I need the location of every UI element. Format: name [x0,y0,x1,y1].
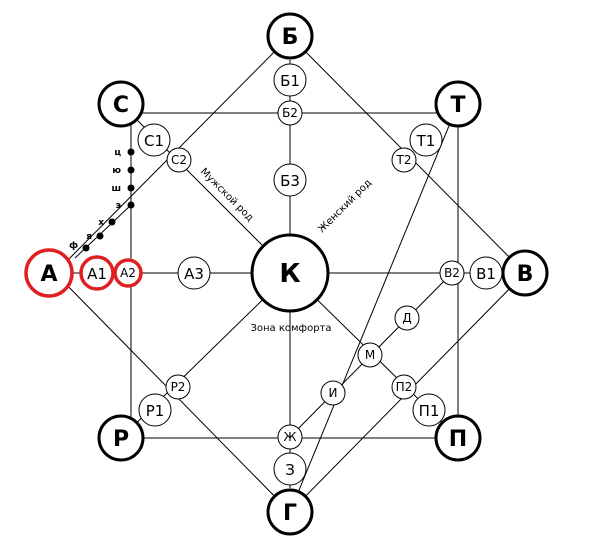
dot-ya [96,232,104,240]
svg-text:М: М [365,348,375,362]
svg-text:Р1: Р1 [146,402,165,420]
label-yu: ю [112,166,121,176]
svg-text:Р: Р [113,427,129,452]
node-p1: П1 [412,393,446,427]
node-g: Г [266,488,314,536]
node-r: Р [97,414,145,462]
svg-text:Б: Б [282,25,299,50]
svg-text:З: З [285,461,295,479]
male-gender-label: Мужской род [198,166,256,224]
node-b1: Б1 [273,63,307,97]
svg-text:В: В [517,262,534,287]
node-r2: Р2 [165,374,191,400]
node-d: Д [394,305,420,331]
svg-text:Т1: Т1 [416,132,436,150]
svg-text:Ж: Ж [284,430,297,444]
svg-text:П2: П2 [396,380,413,394]
node-c1: С1 [137,123,171,157]
svg-text:Д: Д [402,311,411,325]
svg-text:С: С [113,93,129,118]
label-ts: ц [114,148,121,158]
node-a2: А2 [113,258,143,288]
node-v: В [501,249,549,297]
node-v2: В2 [439,260,465,286]
node-p: П [434,414,482,462]
node-m: М [357,342,383,368]
svg-text:А: А [40,262,57,287]
svg-text:Б1: Б1 [280,72,300,90]
svg-text:А3: А3 [184,265,204,283]
svg-text:А1: А1 [87,265,107,283]
label-f: ф [69,241,78,251]
node-p2: П2 [391,374,417,400]
dot-yu [127,166,135,174]
node-b: Б [266,12,314,60]
svg-text:И: И [329,386,338,400]
node-t1: Т1 [409,123,443,157]
diag-t-p2-wide [289,103,459,513]
svg-text:Г: Г [283,501,297,526]
node-b2: Б2 [277,100,303,126]
comfort-zone-label: Зона комфорта [250,323,331,334]
node-v1: В1 [469,256,503,290]
svg-text:В1: В1 [476,265,496,283]
label-ya: я [86,232,92,242]
dot-sh [127,184,135,192]
node-k-center: К [250,233,330,313]
svg-text:Т: Т [450,93,465,118]
svg-text:С2: С2 [171,153,187,167]
big-nodes: Б С Т В Р П Г К [97,12,549,536]
svg-text:П1: П1 [419,402,440,420]
svg-text:Т2: Т2 [396,153,412,167]
node-zh: Ж [277,424,303,450]
dot-f [82,244,90,252]
node-c: С [97,80,145,128]
node-a1: А1 [79,255,115,291]
node-i: И [320,380,346,406]
female-gender-label: Женский род [316,177,374,235]
label-sh: ш [111,184,121,194]
dot-ts [127,148,135,156]
highlighted-nodes: А А1 А2 [24,248,143,298]
dot-e [127,201,135,209]
node-a: А [24,248,74,298]
svg-text:Б3: Б3 [280,172,300,190]
node-b3: Б3 [273,163,307,197]
node-z: З [273,452,307,486]
node-t2: Т2 [391,147,417,173]
svg-text:С1: С1 [144,132,164,150]
node-a3: А3 [177,256,211,290]
node-c2: С2 [166,147,192,173]
svg-text:В2: В2 [444,266,460,280]
label-kh: х [98,218,104,228]
dot-kh [108,218,116,226]
letter-chain: ц ю ш э х я ф [69,148,135,259]
label-e: э [116,201,121,211]
small-nodes: Б1 Б2 Б3 С1 С2 Т1 Т2 А3 [137,63,503,486]
svg-text:П: П [449,427,467,452]
svg-text:Б2: Б2 [282,106,298,120]
svg-text:Р2: Р2 [171,380,186,394]
node-r1: Р1 [138,393,172,427]
svg-text:К: К [279,259,300,289]
node-t: Т [434,80,482,128]
svg-text:А2: А2 [120,266,136,280]
